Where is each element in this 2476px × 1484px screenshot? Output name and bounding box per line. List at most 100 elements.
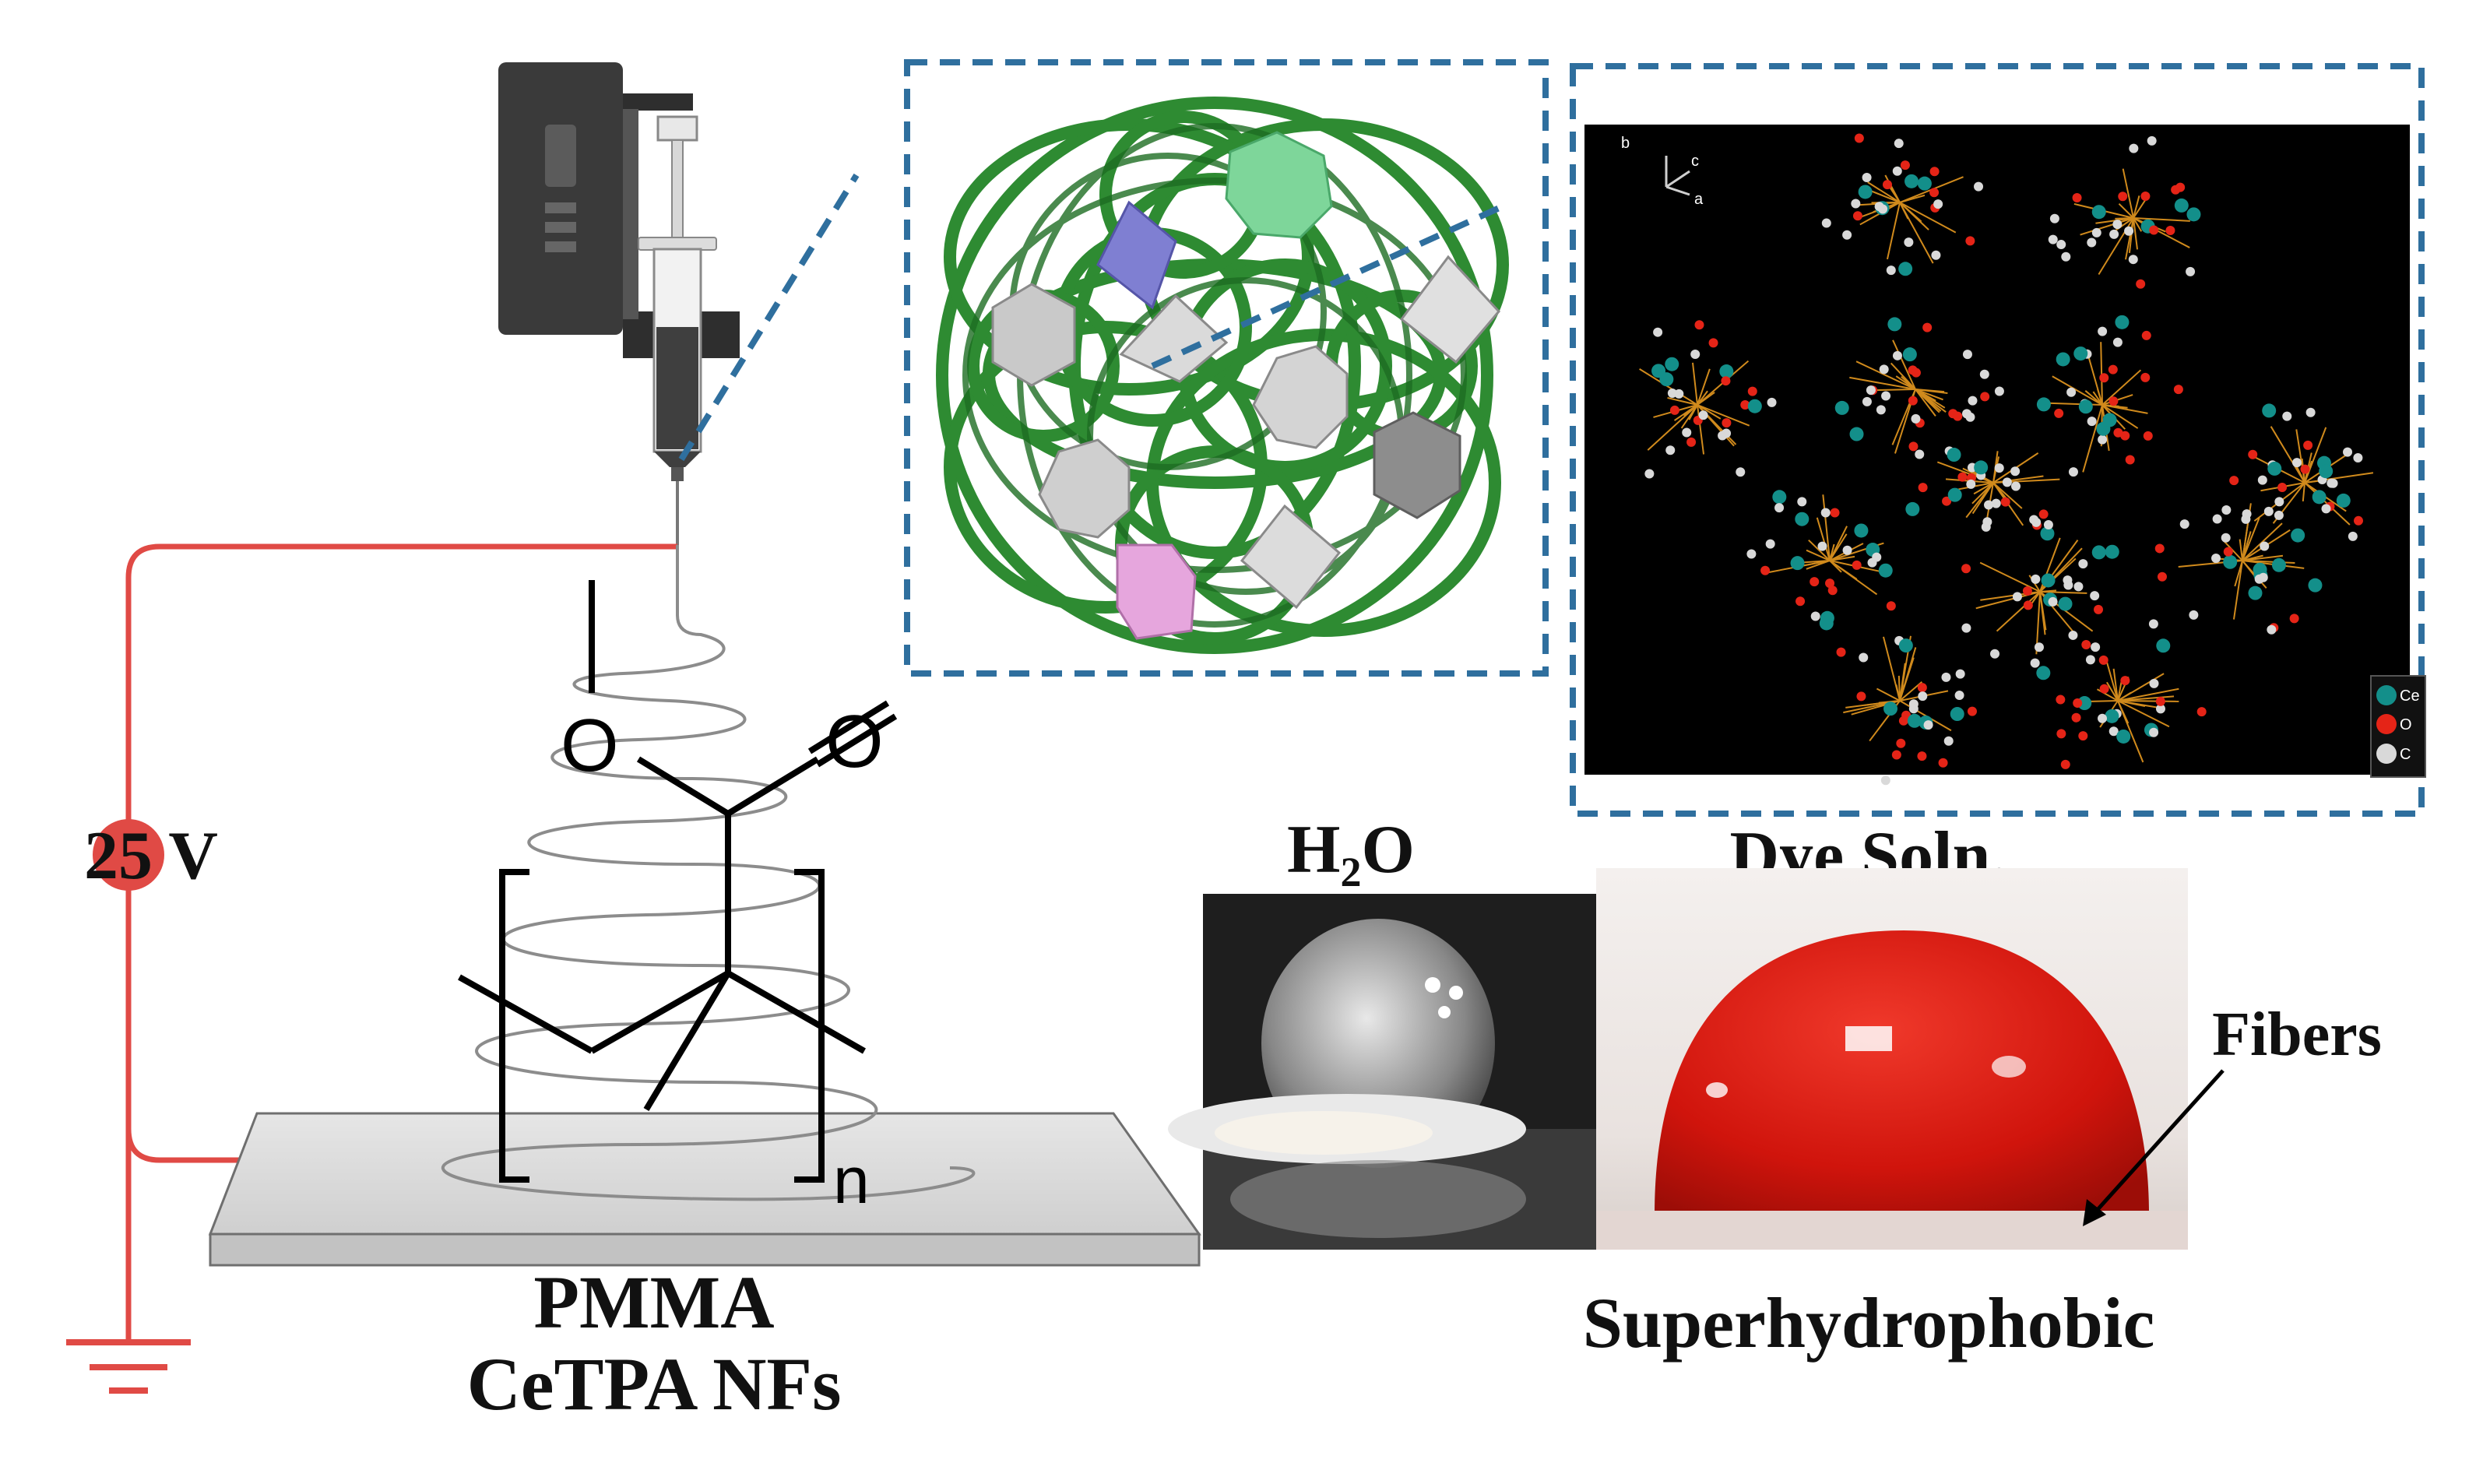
atom xyxy=(1917,176,1932,191)
atom xyxy=(2149,678,2159,688)
atom xyxy=(1856,691,1866,702)
atom xyxy=(2274,497,2284,507)
atom xyxy=(1740,400,1750,410)
bond-line xyxy=(2133,217,2190,222)
atom xyxy=(2303,440,2313,450)
atom xyxy=(1747,399,1762,413)
atom xyxy=(1825,578,1835,589)
atom xyxy=(1651,364,1666,378)
atom xyxy=(2148,619,2158,629)
atom xyxy=(2000,497,2010,507)
fiber-ball xyxy=(936,97,1509,654)
atom xyxy=(1954,690,1964,700)
atom xyxy=(1994,463,2004,473)
atom xyxy=(2099,684,2109,694)
atom xyxy=(2321,504,2331,514)
atom xyxy=(1929,167,1940,177)
atom xyxy=(1694,320,1704,330)
bond-line xyxy=(1822,494,1831,561)
atom xyxy=(1842,545,1852,555)
atom xyxy=(1974,181,1984,192)
atom xyxy=(1867,557,1877,568)
atom xyxy=(2125,455,2135,465)
atom xyxy=(2155,696,2165,706)
atom xyxy=(2186,266,2196,276)
syringe xyxy=(638,115,717,545)
bond-line xyxy=(2118,202,2134,219)
atom xyxy=(2260,541,2270,551)
atom xyxy=(2041,573,2056,588)
bond-line xyxy=(1936,461,1994,484)
atom xyxy=(2040,526,2055,541)
gray-crystal xyxy=(1399,255,1501,364)
atom xyxy=(1797,497,1807,507)
bond-line xyxy=(2128,217,2134,253)
atom xyxy=(2102,413,2117,427)
crystal-legend: Ce O C xyxy=(2370,675,2426,778)
green-crystal xyxy=(1225,131,1333,239)
bond-line xyxy=(2117,700,2144,763)
atom xyxy=(1772,490,1787,505)
bond-line xyxy=(1870,389,1916,392)
fibers-arrow xyxy=(2093,1069,2225,1215)
atom xyxy=(2022,586,2032,596)
atom xyxy=(2073,582,2084,592)
bond-line xyxy=(2117,700,2146,707)
atom xyxy=(2048,234,2058,244)
atom xyxy=(2348,531,2358,541)
bond-line xyxy=(1829,543,1835,561)
o-atom-icon xyxy=(2376,714,2397,734)
polymer-label: PMMA xyxy=(533,1261,774,1344)
pump-button xyxy=(545,202,576,213)
atom xyxy=(2090,591,2100,601)
bond-line xyxy=(1697,404,1750,427)
atom xyxy=(2099,373,2109,383)
atom xyxy=(1962,350,1972,360)
atom xyxy=(1953,411,1963,421)
atom xyxy=(2118,192,2128,202)
bond-line xyxy=(1876,687,1901,702)
atom xyxy=(1967,706,1977,716)
atom xyxy=(2248,586,2263,600)
atom xyxy=(1896,738,1906,748)
atom xyxy=(1849,427,1864,441)
bond-line xyxy=(2101,369,2142,406)
atom xyxy=(2054,408,2064,418)
atom xyxy=(2120,676,2130,686)
atom xyxy=(1917,683,1927,693)
atom xyxy=(1957,472,1968,482)
atom xyxy=(1760,565,1771,575)
repeat-subscript: n xyxy=(833,1144,870,1217)
bond-line xyxy=(1899,681,1923,702)
bond-line xyxy=(2101,404,2148,414)
atom xyxy=(1879,364,1889,375)
bond-line xyxy=(2039,591,2046,635)
atom xyxy=(2165,225,2175,235)
atom xyxy=(2073,346,2088,361)
atom xyxy=(2068,467,2078,477)
atom xyxy=(1851,199,1861,209)
atom xyxy=(2343,447,2353,457)
atom xyxy=(1961,564,1971,574)
axis-indicator xyxy=(1665,156,1690,196)
atom xyxy=(1886,266,1896,276)
pump-button xyxy=(545,222,576,233)
atom xyxy=(2108,726,2119,737)
bond-line xyxy=(1667,396,1698,406)
atom xyxy=(2147,135,2157,146)
atom xyxy=(2196,707,2207,717)
atom xyxy=(2116,729,2131,744)
crystal-network xyxy=(1639,133,2374,786)
pump-rail xyxy=(623,109,638,319)
atom xyxy=(2010,466,2021,476)
gray-crystal xyxy=(1373,411,1461,519)
atom xyxy=(1908,441,1919,452)
atom xyxy=(1917,751,1927,761)
bond-line xyxy=(1680,404,1698,429)
atom xyxy=(1862,396,1872,406)
atom xyxy=(2353,452,2363,462)
bond-line xyxy=(2242,531,2252,561)
atom xyxy=(2305,407,2316,417)
atom xyxy=(2173,385,2183,395)
